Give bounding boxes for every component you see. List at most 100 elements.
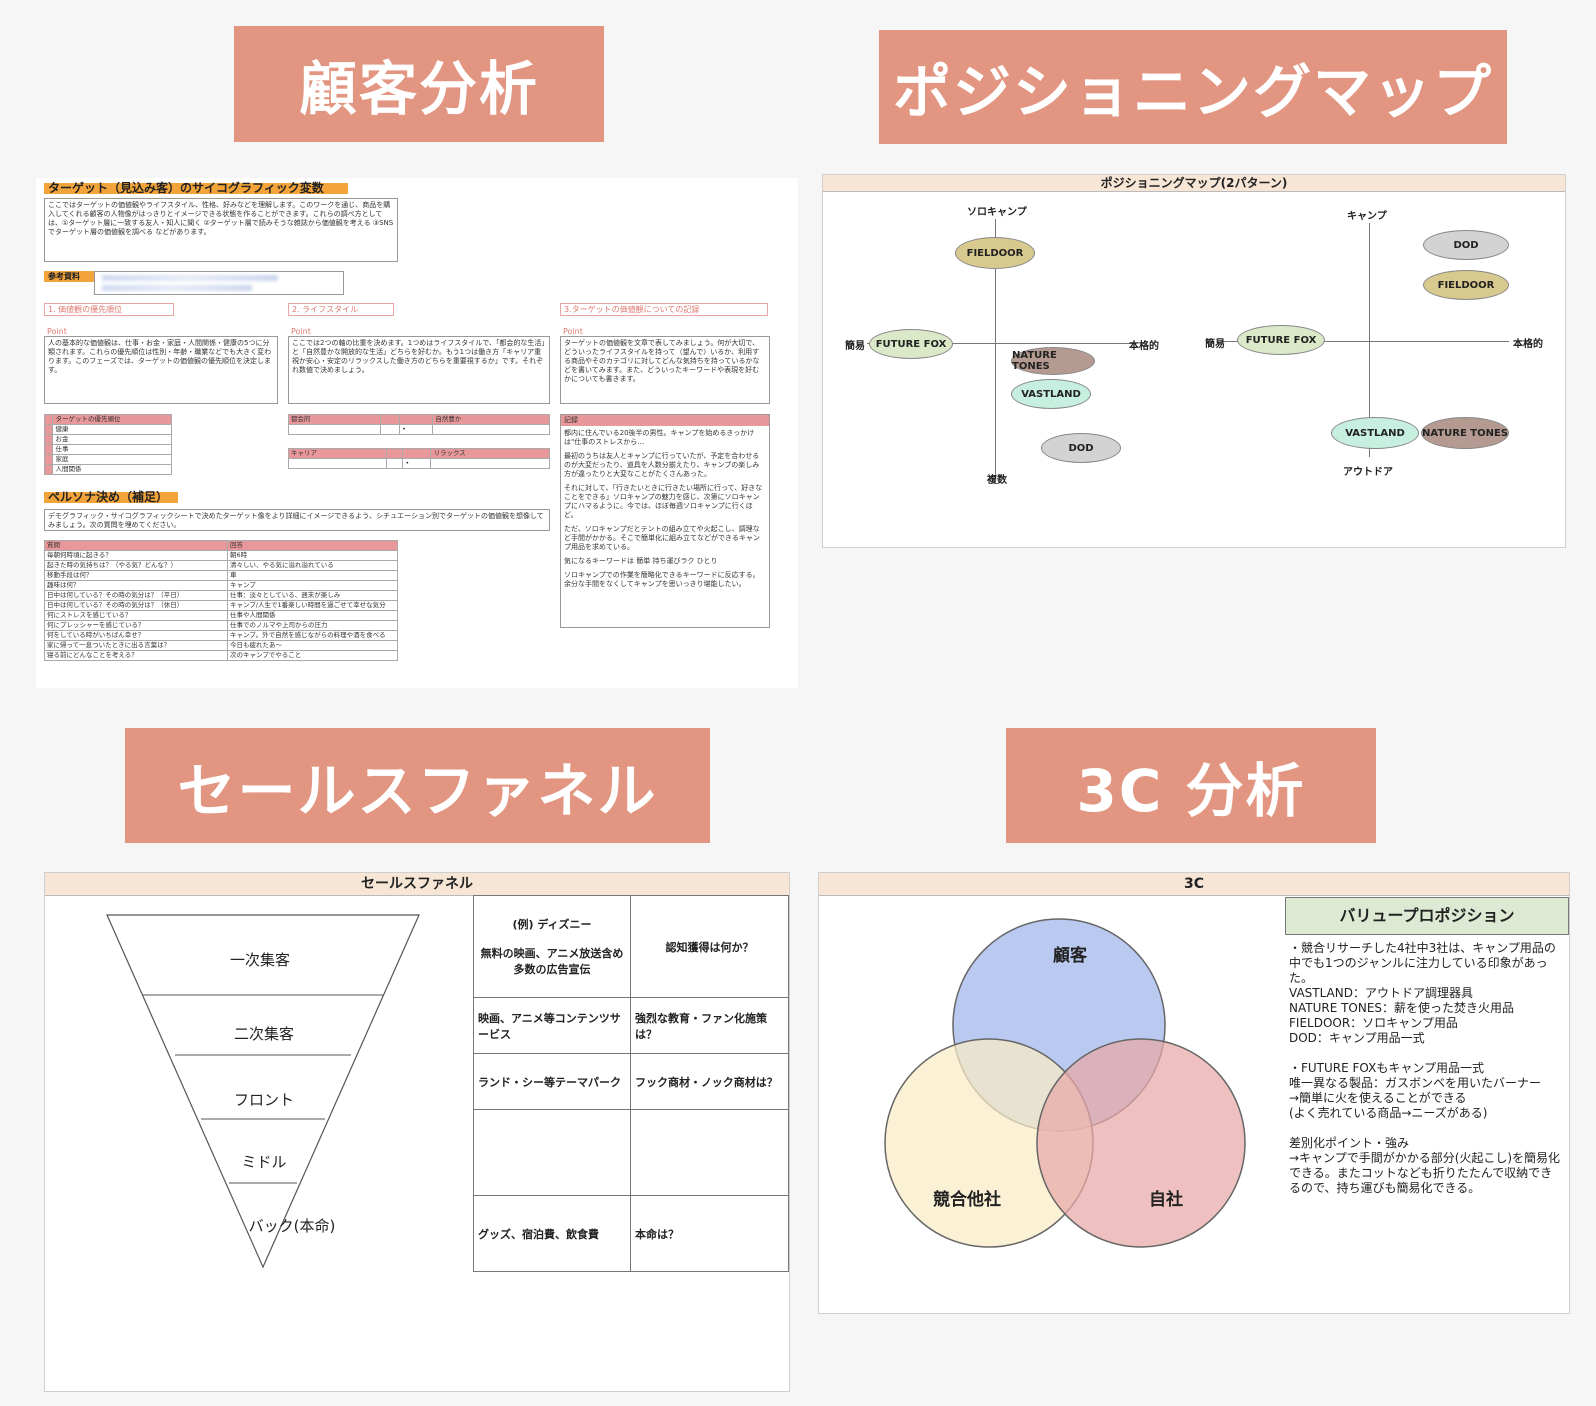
persona-question: 移動手段は何？ <box>44 570 228 581</box>
value-proposition-line: FIELDOOR：ソロキャンプ用品 <box>1289 1016 1458 1030</box>
persona-question: 家に帰って一息ついたときに出る言葉は？ <box>44 640 228 651</box>
banner-3c-analysis: 3C 分析 <box>1006 728 1376 843</box>
banner-positioning-map: ポジショニングマップ <box>879 30 1507 144</box>
three-c-sheet: 3C 顧客 競合他社 自社 バリュープロポジション ・競合リサーチした4社中3社… <box>818 872 1570 1314</box>
value-proposition-line: ・競合リサーチした4社中3社は、キャンプ用品の中でも1つのジャンルに注力している… <box>1289 941 1556 985</box>
venn-competitor-label: 競合他社 <box>933 1190 1001 1210</box>
persona-question: 寝る前にどんなことを考える？ <box>44 650 228 661</box>
value-proposition-line: VASTLAND：アウトドア調理器具 <box>1289 986 1473 1000</box>
funnel-stage-primary: 一次集客 <box>229 951 290 969</box>
priority-item: 健康 <box>52 424 172 435</box>
persona-row: 何にプレッシャーを感じている？仕事でのノルマや上司からの圧力 <box>44 620 398 631</box>
persona-question: 何をしている時がいちばん幸せ？ <box>44 630 228 641</box>
funnel-question: 強烈な教育・ファン化施策は？ <box>630 997 789 1054</box>
section-priority-label: 1. 価値観の優先順位 <box>44 303 174 316</box>
funnel-question: フック商材・ノック商材は？ <box>630 1053 789 1110</box>
funnel-example <box>473 1109 631 1196</box>
funnel-example: (例) ディズニー 無料の映画、アニメ放送含め多数の広告宣伝 <box>473 895 631 998</box>
persona-answer: 朝6時 <box>227 550 398 561</box>
map2-horizontal-axis <box>1221 341 1509 342</box>
map2-right-label: 本格的 <box>1513 339 1543 350</box>
customer-analysis-sheet: ターゲット（見込み客）のサイコグラフィック変数 ここではターゲットの価値観やライ… <box>36 178 798 688</box>
priority-item: 人間関係 <box>52 464 172 475</box>
persona-intro: デモグラフィック・サイコグラフィックシートで決めたターゲット像をより詳細にイメー… <box>44 509 550 531</box>
section-lifestyle-label: 2. ライフスタイル <box>288 303 394 316</box>
map2-vastland: VASTLAND <box>1331 417 1419 449</box>
persona-question: 毎朝何時頃に起きる？ <box>44 550 228 561</box>
value-proposition-line: ・FUTURE FOXもキャンプ用品一式 <box>1289 1061 1484 1075</box>
persona-answer: キャンプ。外で自然を感じながらの料理や酒を食べる <box>227 630 398 641</box>
value-proposition-line: NATURE TONES：薪を使った焚き火用品 <box>1289 1001 1515 1015</box>
point-label: Point <box>44 326 70 337</box>
value-proposition-line: →簡単に火を使えることができる <box>1289 1091 1467 1105</box>
funnel-question: 認知獲得は何か？ <box>630 895 789 998</box>
persona-answer: キャンプ <box>227 580 398 591</box>
persona-row: 移動手段は何？車 <box>44 570 398 581</box>
map2-nature-tones: NATURE TONES <box>1421 417 1509 449</box>
sales-funnel-sheet: セールスファネル 一次集客 二次集客 フロント ミドル バック(本命) (例) … <box>44 872 790 1392</box>
persona-row: 何にストレスを感じている？仕事や人間関係 <box>44 610 398 621</box>
priority-item: お金 <box>52 434 172 445</box>
persona-answer: キャンプ/人生で1番楽しい時間を過ごせて幸せな気分 <box>227 600 398 611</box>
funnel-diagram <box>106 914 420 1269</box>
persona-answer: 仕事でのノルマや上司からの圧力 <box>227 620 398 631</box>
persona-question: 趣味は何？ <box>44 580 228 591</box>
map1-top-label: ソロキャンプ <box>967 207 1027 218</box>
persona-answer: 車 <box>227 570 398 581</box>
point-label: Point <box>288 326 314 337</box>
persona-row: 家に帰って一息ついたときに出る言葉は？今日も疲れたあ〜 <box>44 640 398 651</box>
point-label: Point <box>560 326 586 337</box>
persona-question: 日中は何している？その時の気分は？（平日） <box>44 590 228 601</box>
persona-row: 何をしている時がいちばん幸せ？キャンプ。外で自然を感じながらの料理や酒を食べる <box>44 630 398 641</box>
positioning-map-title: ポジショニングマップ(2パターン) <box>823 175 1565 192</box>
venn-company-label: 自社 <box>1149 1190 1183 1210</box>
venn-diagram <box>884 918 1246 1248</box>
persona-row: 日中は何している？その時の気分は？（平日）仕事：淡々としている、週末が楽しみ <box>44 590 398 601</box>
psychographic-heading: ターゲット（見込み客）のサイコグラフィック変数 <box>44 182 348 194</box>
persona-answer: 仕事や人間関係 <box>227 610 398 621</box>
venn-customer-label: 顧客 <box>1053 946 1087 966</box>
priority-table-head: ターゲットの優先順位 <box>52 414 172 425</box>
intro-text: ここではターゲットの価値観やライフスタイル、性格、好みなどを理解します。このワー… <box>44 198 398 262</box>
funnel-question: 本命は？ <box>630 1195 789 1272</box>
section-record-label: 3.ターゲットの価値観についての記録 <box>560 303 768 316</box>
persona-row: 寝る前にどんなことを考える？次のキャンプでやること <box>44 650 398 661</box>
banner-sales-funnel: セールスファネル <box>125 728 710 843</box>
blurred-reference-link <box>102 285 252 291</box>
persona-question: 何にプレッシャーを感じている？ <box>44 620 228 631</box>
map1-dod: DOD <box>1041 433 1121 463</box>
sales-funnel-title: セールスファネル <box>45 873 789 896</box>
funnel-stage-front: フロント <box>233 1091 294 1109</box>
funnel-question <box>630 1109 789 1196</box>
record-paragraph: ソロキャンプでの作業を簡略化できるキーワードに反応する。余分な手間をなくしてキャ… <box>564 571 760 588</box>
record-paragraph: 都内に住んでいる20後半の男性。キャンプを始めるきっかけは"仕事のストレスから… <box>564 429 755 446</box>
record-paragraph: 気になるキーワードは 簡単 持ち運びラク ひとり <box>564 557 718 565</box>
three-c-title: 3C <box>819 873 1569 896</box>
persona-answer: 今日も疲れたあ〜 <box>227 640 398 651</box>
persona-question: 日中は何している？その時の気分は？（休日） <box>44 600 228 611</box>
record-point-text: ターゲットの価値観を文章で表してみましょう。何が大切で、どういったライフスタイル… <box>560 336 770 404</box>
map2-top-label: キャンプ <box>1347 211 1387 222</box>
record-box: 記録 都内に住んでいる20後半の男性。キャンプを始めるきっかけは"仕事のストレス… <box>560 414 770 628</box>
lifestyle-scale-1: 都会的自然豊か • <box>287 414 550 435</box>
persona-question: 起きた時の気持ちは？（やる気？どんな？） <box>44 560 228 571</box>
map2-future-fox: FUTURE FOX <box>1237 325 1325 355</box>
priority-item: 仕事 <box>52 444 172 455</box>
map1-horizontal-axis <box>867 343 1135 344</box>
banner-customer-analysis: 顧客分析 <box>234 26 604 142</box>
map1-left-label: 簡易 <box>845 341 865 352</box>
map2-left-label: 簡易 <box>1205 339 1225 350</box>
persona-heading: ペルソナ決め（補足） <box>44 491 178 503</box>
record-head: 記録 <box>561 415 769 426</box>
priority-table: ターゲットの優先順位 健康 お金 仕事 家庭 人間関係 <box>43 414 172 475</box>
map1-vastland: VASTLAND <box>1011 379 1091 409</box>
record-paragraph: 最初のうちは友人とキャンプに行っていたが、予定を合わせるのが大変だったり、道具を… <box>564 452 760 478</box>
persona-answer: 清々しい、やる気に溢れ溢れている <box>227 560 398 571</box>
funnel-table: (例) ディズニー 無料の映画、アニメ放送含め多数の広告宣伝認知獲得は何か？ 映… <box>473 895 789 1272</box>
persona-row: 毎朝何時頃に起きる？朝6時 <box>44 550 398 561</box>
funnel-example: ランド・シー等テーマパーク <box>473 1053 631 1110</box>
priority-item: 家庭 <box>52 454 172 465</box>
persona-answer: 次のキャンプでやること <box>227 650 398 661</box>
funnel-example: グッズ、宿泊費、飲食費 <box>473 1195 631 1272</box>
value-proposition-line: 差別化ポイント・強み <box>1289 1136 1410 1150</box>
